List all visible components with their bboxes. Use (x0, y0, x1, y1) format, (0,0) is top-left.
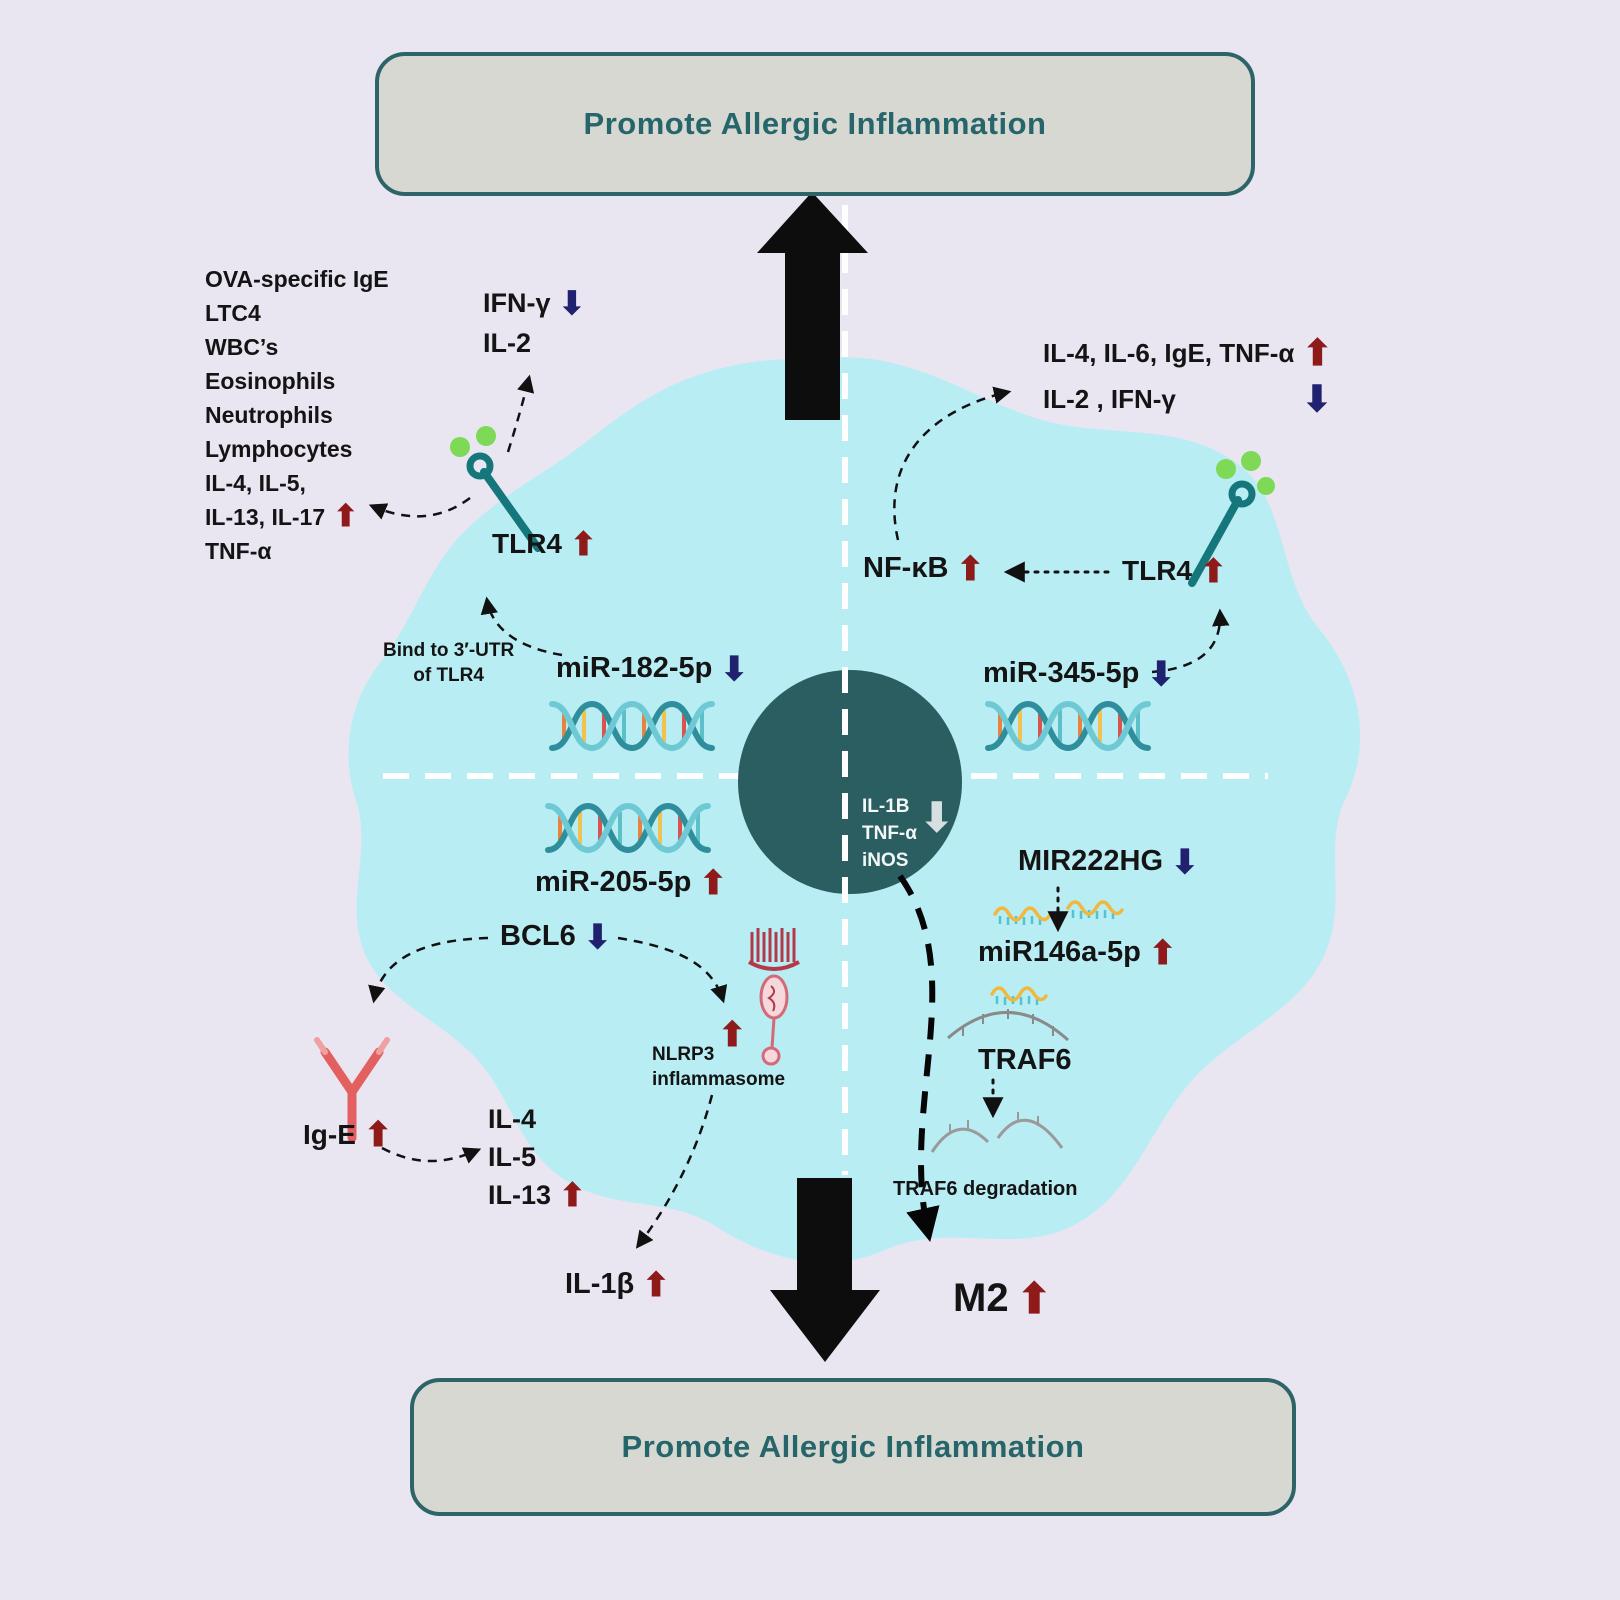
up-arrow-icon: ⬆ (956, 550, 985, 587)
tl-mir182-label: miR-182-5p ⬇ (556, 650, 748, 687)
tlr4-receptor-icon (1188, 451, 1275, 587)
tlr4-receptor-icon (450, 426, 542, 552)
down-arrow-icon: ⬇ (920, 796, 954, 840)
down-arrow-icon: ⬇ (720, 650, 748, 687)
ige-antibody-icon (314, 1037, 390, 1143)
arrow-bcl6-to-ige (368, 936, 489, 1004)
up-arrow-icon: ⬆ (1200, 553, 1227, 589)
tr-cytokines: IL-4, IL-6, IgE, TNF-α ⬆ IL-2 , IFN-γ ⬇ (1043, 332, 1333, 419)
bl-il1b-label: IL-1β ⬆ (565, 1266, 670, 1303)
up-arrow-icon: ⬆ (1148, 934, 1177, 971)
down-arrow-icon: ⬇ (558, 285, 586, 321)
up-block-arrow (757, 192, 868, 420)
up-arrow-icon: ⬆ (333, 500, 359, 533)
bl-ige-label: Ig-E ⬆ (303, 1116, 393, 1154)
tl-effects-list: OVA-specific IgE LTC4 WBC’s Eosinophils … (205, 266, 389, 564)
arrow-receptor-to-effects (368, 496, 471, 520)
arrow-receptor-to-ifn (506, 374, 535, 453)
bottom-banner: Promote Allergic Inflammation (410, 1378, 1296, 1516)
br-m2-label: M2 ⬆ (953, 1274, 1052, 1322)
up-arrow-icon: ⬆ (718, 1016, 747, 1054)
tl-ifn-il2: IFN-γ ⬇ IL-2 (483, 285, 586, 358)
arrow-nucleus-to-m2 (897, 874, 940, 1242)
bl-il-list: IL-4 IL-5 IL-13 ⬆ (488, 1104, 586, 1213)
down-block-arrow (770, 1178, 880, 1362)
down-arrow-icon: ⬇ (583, 918, 612, 955)
nucleus (738, 670, 962, 894)
arrow-bcl6-to-nlrp3 (617, 936, 728, 1004)
bottom-banner-label: Promote Allergic Inflammation (621, 1429, 1085, 1464)
tl-bind-note: Bind to 3′-UTR of TLR4 (383, 640, 515, 686)
tl-tlr4-label: TLR4 ⬆ (492, 526, 597, 562)
arrow-nlrp3-to-il1b (635, 1094, 714, 1249)
bl-mir205-label: miR-205-5p ⬆ (535, 864, 727, 901)
arrow-ige-to-ils (381, 1146, 482, 1164)
down-arrow-icon: ⬇ (1147, 655, 1175, 692)
traf6-degradation-icon (930, 1112, 1064, 1153)
bl-nlrp3-label: NLRP3 inflammasome (652, 1044, 786, 1090)
br-traf6-label: TRAF6 (978, 1044, 1072, 1076)
top-banner-label: Promote Allergic Inflammation (583, 106, 1047, 141)
tr-tlr4-label: TLR4 ⬆ (1122, 553, 1227, 589)
br-traf6-degradation-label: TRAF6 degradation (893, 1178, 1078, 1200)
up-arrow-icon: ⬆ (1016, 1274, 1052, 1322)
up-arrow-icon: ⬆ (559, 1177, 586, 1213)
down-arrow-icon: ⬇ (1301, 378, 1333, 419)
tr-nfkb-label: NF-κB ⬆ (863, 550, 985, 587)
bl-bcl6-label: BCL6 ⬇ (500, 918, 612, 955)
arrow-nfkb-to-cytokines (893, 386, 1012, 541)
br-mir222hg-label: MIR222HG ⬇ (1018, 843, 1199, 880)
traf6-icon (947, 986, 1070, 1042)
br-mir146a-label: miR146a-5p ⬆ (978, 934, 1177, 971)
arrow-mir345-to-tlr4 (1151, 608, 1230, 674)
nucleus-labels: IL-1B TNF-α iNOS (862, 796, 917, 871)
down-arrow-icon: ⬇ (1171, 843, 1199, 880)
up-arrow-icon: ⬆ (570, 526, 597, 562)
up-arrow-icon: ⬆ (363, 1116, 393, 1154)
nlrp3-inflammasome-icon (748, 928, 800, 1066)
up-arrow-icon: ⬆ (1302, 332, 1333, 373)
arrow-mir182-to-tlr4 (480, 596, 563, 657)
top-banner: Promote Allergic Inflammation (375, 52, 1255, 196)
up-arrow-icon: ⬆ (642, 1266, 670, 1303)
up-arrow-icon: ⬆ (699, 864, 727, 901)
tr-mir345-label: miR-345-5p ⬇ (983, 655, 1175, 692)
